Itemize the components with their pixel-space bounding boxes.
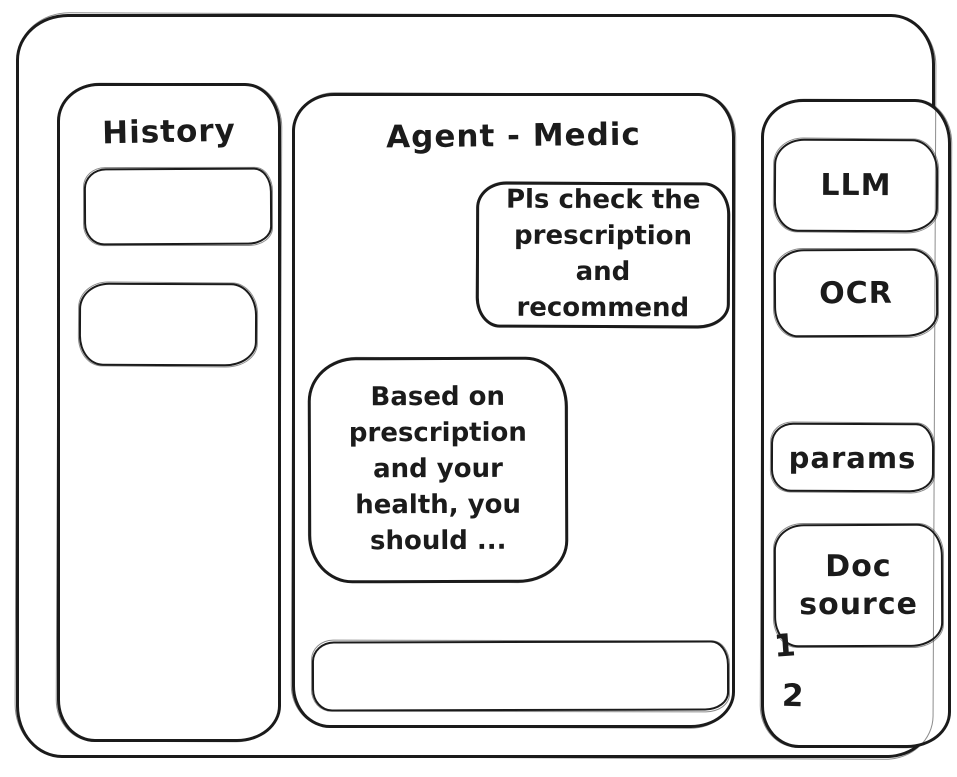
- history-item-1[interactable]: [83, 167, 273, 246]
- tools-sidebar: LLM OCR params Doc source 1 2: [761, 99, 951, 748]
- history-sidebar: History: [57, 83, 281, 742]
- llm-button[interactable]: LLM: [773, 138, 939, 233]
- user-message-text: Pls check the prescription and recommend: [505, 184, 701, 324]
- chat-panel: Agent - Medic Pls check the prescription…: [292, 93, 735, 728]
- doc-source-button[interactable]: Doc source: [773, 523, 944, 648]
- history-item-2[interactable]: [78, 282, 258, 367]
- params-button[interactable]: params: [770, 422, 935, 493]
- chat-title: Agent - Medic: [386, 116, 641, 156]
- history-title: History: [101, 112, 237, 152]
- ocr-button[interactable]: OCR: [773, 248, 939, 338]
- doc-source-item-1[interactable]: 1: [772, 627, 797, 665]
- message-input[interactable]: [313, 642, 728, 710]
- doc-source-item-2[interactable]: 2: [781, 677, 805, 715]
- app-window-frame: History Agent - Medic Pls check the pres…: [16, 14, 951, 758]
- message-input-box[interactable]: [311, 640, 730, 712]
- agent-message-bubble: Based on prescription and your health, y…: [307, 356, 569, 584]
- agent-message-text: Based on prescription and your health, y…: [348, 382, 527, 557]
- user-message-bubble: Pls check the prescription and recommend: [475, 181, 731, 329]
